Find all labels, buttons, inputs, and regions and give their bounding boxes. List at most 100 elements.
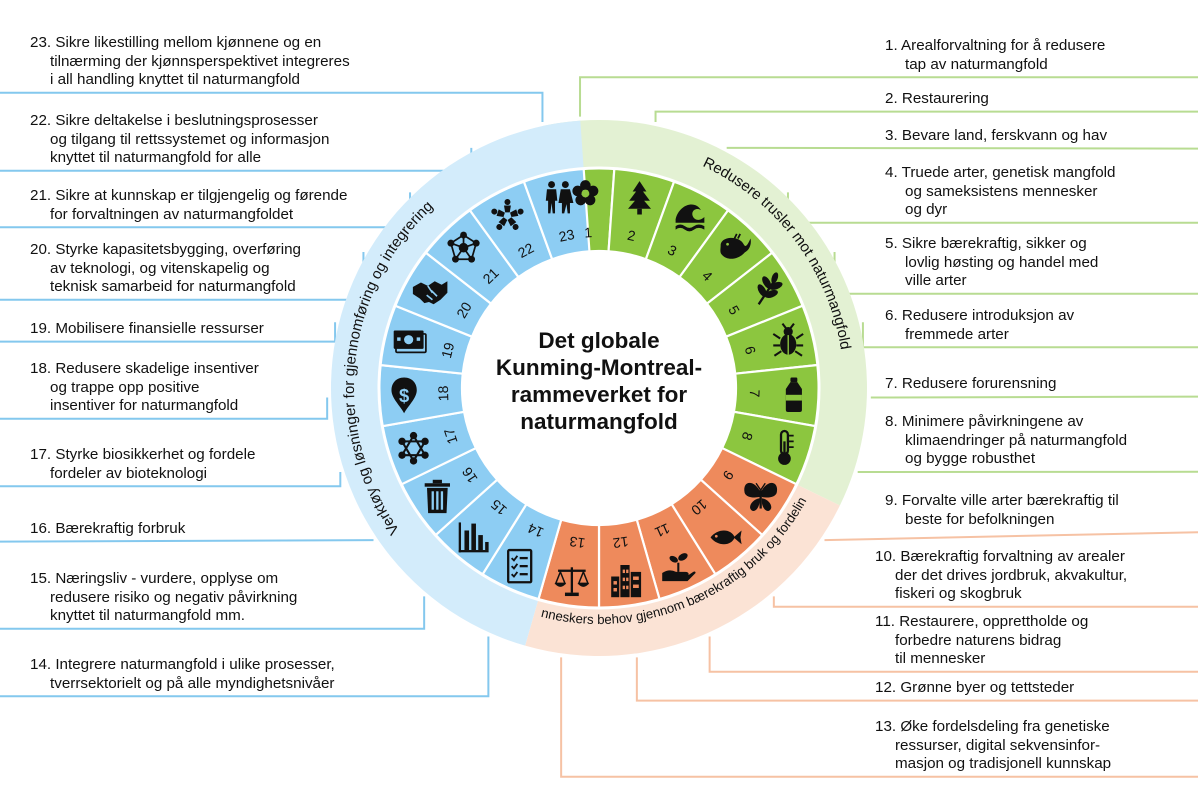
leader-line — [0, 397, 329, 420]
target-label-12: 12. Grønne byer og tettsteder — [875, 679, 1074, 698]
target-label-line: knyttet til naturmangfold mm. — [50, 607, 245, 625]
target-segments — [377, 166, 821, 610]
target-label-line: forbedre naturens bidrag — [895, 631, 1062, 649]
target-label-line: tilnærming der kjønnsperspektivet integr… — [50, 52, 350, 70]
trash-icon — [424, 479, 450, 514]
target-label-line: 13. Øke fordelsdeling fra genetiske — [875, 718, 1110, 735]
target-label-line: og tilgang til rettssystemet og informas… — [50, 130, 330, 148]
target-number: 7 — [747, 389, 763, 398]
target-label-line: for forvaltningen av naturmangfoldet — [50, 205, 294, 223]
leader-line — [0, 636, 490, 698]
target-number: 6 — [742, 345, 759, 357]
leader-line — [654, 110, 1198, 122]
target-label-line: fordeler av bioteknologi — [50, 464, 208, 482]
target-icons: $ — [391, 180, 804, 598]
target-label-line: 4. Truede arter, genetisk mangfold — [885, 164, 1116, 181]
leader-lines — [0, 76, 1198, 778]
target-label-line: og trappe opp positive — [50, 378, 200, 396]
target-label-line: redusere risiko og negativ påvirkning — [50, 588, 298, 606]
target-label-line: 15. Næringsliv - vurdere, opplyse om — [30, 570, 279, 587]
target-label-line: av teknologi, og vitenskapelig og — [50, 259, 270, 277]
target-label-line: 7. Redusere forurensning — [885, 375, 1057, 392]
thermometer-icon — [778, 429, 794, 465]
leader-line — [0, 472, 342, 488]
leader-line — [772, 596, 1198, 608]
target-number: 20 — [453, 299, 475, 321]
leader-line — [708, 636, 1198, 673]
leader-line — [560, 657, 1198, 778]
banknote-icon — [393, 330, 427, 354]
target-label-line: klimaendringer på naturmangfold — [905, 431, 1128, 449]
target-label-line: masjon og tradisjonell kunnskap — [895, 755, 1112, 773]
target-label-3: 3. Bevare land, ferskvann og hav — [885, 127, 1107, 146]
target-label-line: lovlig høsting og handel med — [905, 253, 1099, 271]
target-label-line: 10. Bærekraftig forvaltning av arealer — [875, 548, 1125, 565]
target-label-19: 19. Mobilisere finansielle ressurser — [30, 320, 264, 339]
target-label-22: 22. Sikre deltakelse i beslutningsproses… — [30, 112, 329, 168]
target-label-line: 11. Restaurere, opprettholde og — [875, 613, 1089, 630]
target-label-line: teknisk samarbeid for naturmangfold — [50, 278, 296, 296]
target-label-line: 2. Restaurering — [885, 90, 989, 107]
people-icon — [545, 181, 574, 214]
target-label-line: 21. Sikre at kunnskap er tilgjengelig og… — [30, 187, 348, 204]
target-label-line: 19. Mobilisere finansielle ressurser — [30, 320, 264, 337]
target-number: 14 — [525, 520, 546, 541]
target-label-line: 14. Integrere naturmangfold i ulike pros… — [30, 656, 335, 673]
target-number: 1 — [584, 224, 593, 241]
leader-line — [635, 657, 1198, 702]
whale-icon — [720, 233, 751, 259]
segment-outer-rim — [377, 166, 821, 610]
leader-line — [726, 146, 1198, 150]
molecule-icon — [398, 431, 429, 465]
target-number: 2 — [626, 227, 637, 244]
target-label-line: fiskeri og skogbruk — [895, 585, 1022, 603]
target-label-line: 20. Styrke kapasitetsbygging, overføring — [30, 241, 301, 258]
target-label-line: 3. Bevare land, ferskvann og hav — [885, 127, 1108, 144]
target-number: 22 — [515, 239, 536, 261]
target-label-line: 22. Sikre deltakelse i beslutningsproses… — [30, 112, 318, 129]
target-label-20: 20. Styrke kapasitetsbygging, overføring… — [30, 241, 301, 297]
target-label-line: tverrsektorielt og på alle myndighetsniv… — [50, 674, 335, 692]
target-label-line: 6. Redusere introduksjon av — [885, 307, 1075, 324]
target-label-line: og bygge robusthet — [905, 450, 1036, 468]
target-label-line: beste for befolkningen — [905, 510, 1055, 528]
fish-icon — [710, 530, 742, 545]
center-circle — [467, 256, 731, 520]
scales-icon — [554, 567, 590, 597]
people-circle-icon — [491, 199, 524, 230]
dollar-pin-icon: $ — [391, 377, 417, 414]
checklist-icon — [507, 548, 533, 584]
target-number: 23 — [557, 226, 576, 245]
orange-group-band — [525, 484, 840, 657]
target-label-21: 21. Sikre at kunnskap er tilgjengelig og… — [30, 187, 347, 224]
target-number: 11 — [652, 520, 672, 541]
target-label-line: 8. Minimere påvirkningene av — [885, 413, 1084, 430]
target-label-line: der det drives jordbruk, akvakultur, — [895, 566, 1128, 584]
target-label-line: ville arter — [905, 272, 967, 290]
handshake-icon — [412, 281, 448, 305]
target-label-line: tap av naturmangfold — [905, 55, 1048, 73]
target-label-line: 5. Sikre bærekraftig, sikker og — [885, 235, 1087, 252]
target-label-line: og sameksistens mennesker — [905, 182, 1098, 200]
target-label-line: 16. Bærekraftig forbruk — [30, 520, 186, 537]
beetle-icon — [772, 322, 804, 357]
butterfly-icon — [744, 482, 778, 511]
target-label-23: 23. Sikre likestilling mellom kjønnene o… — [30, 34, 350, 90]
target-label-2: 2. Restaurering — [885, 90, 989, 109]
target-number: 13 — [568, 533, 586, 551]
target-label-7: 7. Redusere forurensning — [885, 375, 1056, 394]
leader-line — [0, 596, 426, 630]
target-number: 16 — [459, 464, 481, 486]
bottle-icon — [785, 377, 802, 413]
leader-line — [579, 76, 1198, 117]
tree-icon — [628, 181, 652, 215]
